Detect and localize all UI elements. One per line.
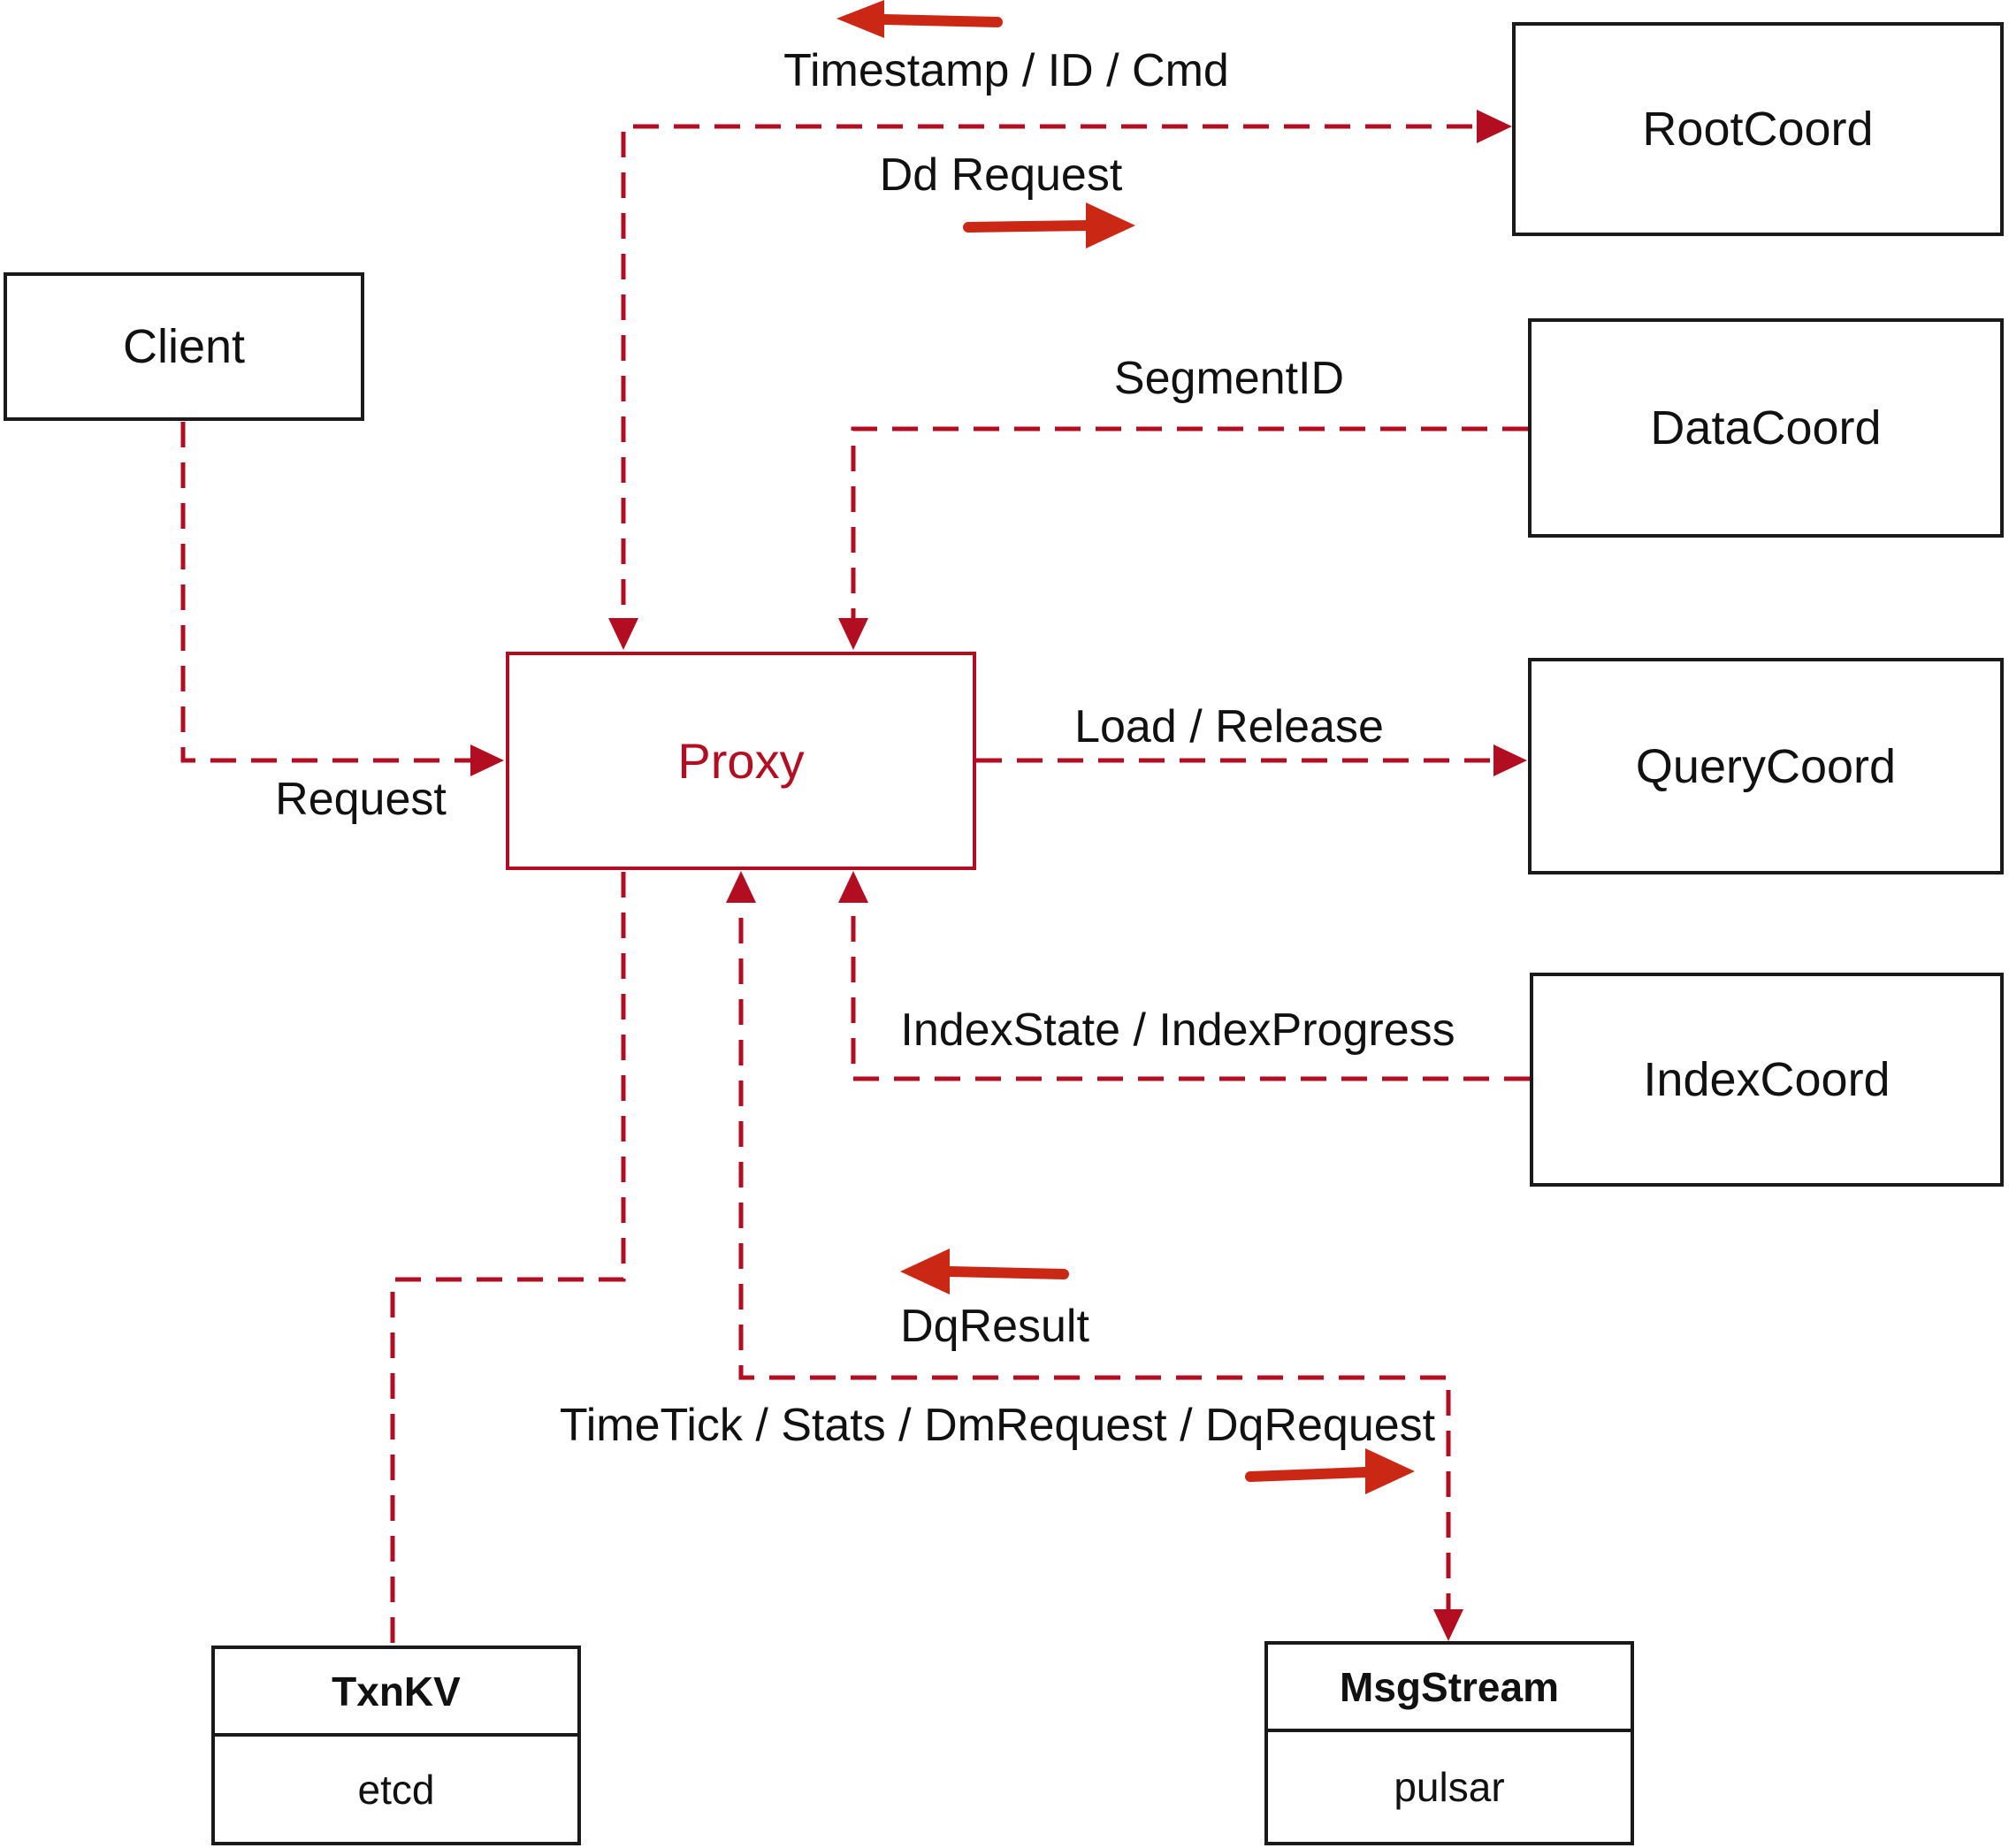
arrowhead-into-proxy-bottom-mid [726,871,756,903]
arrow-right-timetick-icon [1245,1467,1371,1482]
arrowhead-into-proxy-top-right [838,618,868,650]
edge-indexcoord-proxy [851,877,1530,1081]
arrowhead-into-proxy-top-left [608,618,638,650]
node-proxy-label: Proxy [677,733,805,789]
node-txnkv-subtitle: etcd [357,1766,435,1813]
arrow-left-dqresult-icon [944,1266,1069,1279]
edge-datacoord-proxy [851,426,1528,645]
edge-label-timestamp: Timestamp / ID / Cmd [783,45,1229,96]
node-indexcoord-label: IndexCoord [1643,1053,1891,1106]
edge-label-dd-request: Dd Request [879,149,1123,201]
arrowhead-into-proxy-bottom-right [838,871,868,903]
edge-proxy-txnkv [390,872,626,1645]
node-rootcoord: RootCoord [1512,22,2004,236]
node-proxy: Proxy [506,652,976,870]
edge-proxy-msgstream [738,877,1451,1634]
node-msgstream-subtitle: pulsar [1394,1764,1505,1810]
node-querycoord-label: QueryCoord [1635,739,1897,793]
arrow-right-timetick-head-icon [1365,1448,1415,1494]
edge-client-proxy [180,422,495,763]
node-rootcoord-label: RootCoord [1642,103,1874,156]
edge-label-index-state: IndexState / IndexProgress [900,1004,1455,1056]
arrowhead-into-rootcoord [1477,110,1512,143]
arrow-left-timestamp-head-icon [836,0,884,38]
node-querycoord: QueryCoord [1528,658,2004,874]
edge-proxy-rootcoord [621,124,1503,645]
node-txnkv: TxnKV etcd [211,1646,581,1845]
edge-label-load-release: Load / Release [1074,701,1384,752]
edge-label-request: Request [275,774,447,825]
node-client: Client [4,272,364,421]
arrowhead-into-msgstream [1433,1609,1463,1641]
node-msgstream: MsgStream pulsar [1264,1641,1634,1845]
arrow-right-dd-request-icon [963,220,1095,233]
arrow-left-dqresult-head-icon [900,1249,950,1294]
node-msgstream-title: MsgStream [1268,1645,1631,1732]
node-datacoord: DataCoord [1528,318,2004,538]
arrow-right-dd-request-head-icon [1086,202,1135,248]
arrowhead-into-querycoord [1493,745,1527,776]
edge-label-segment-id: SegmentID [1113,353,1345,404]
node-datacoord-label: DataCoord [1650,401,1882,454]
node-client-label: Client [122,320,246,373]
arrow-left-timestamp-icon [879,14,1003,27]
edge-label-time-tick: TimeTick / Stats / DmRequest / DqRequest [559,1400,1436,1451]
arrowhead-into-proxy-left [470,745,504,776]
edge-label-dq-result: DqResult [900,1301,1089,1352]
node-indexcoord: IndexCoord [1530,973,2004,1187]
node-txnkv-title: TxnKV [215,1649,577,1737]
